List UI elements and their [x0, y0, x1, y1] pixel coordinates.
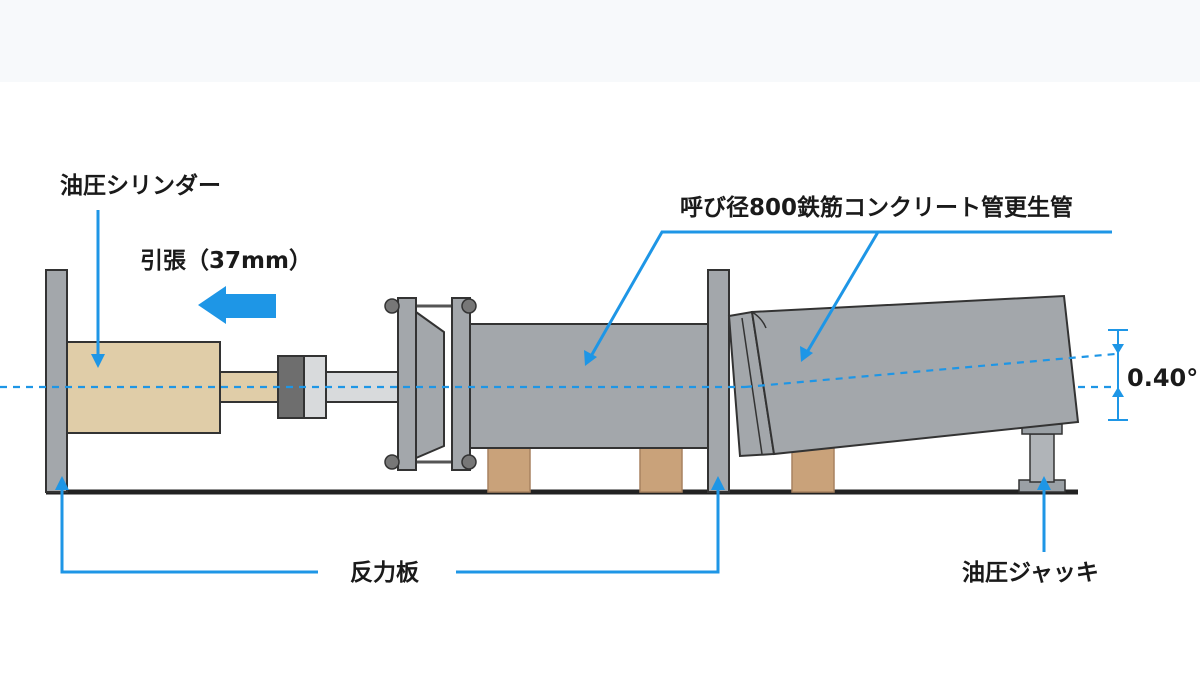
label-hydraulic-cylinder: 油圧シリンダー: [60, 172, 221, 199]
angle-dimension: [1108, 329, 1128, 421]
leader-reaction-center: [456, 484, 720, 574]
reaction-plate-center: [707, 269, 730, 493]
flange-assembly: [384, 297, 477, 471]
top-band: [0, 0, 1200, 82]
joint-curve: [751, 311, 767, 329]
concrete-pipe-tilted: [727, 294, 1080, 458]
pull-rod: [325, 371, 399, 403]
leader-pipe-straight: [588, 230, 1112, 359]
label-tension: 引張（37mm）: [140, 247, 312, 274]
bolt-nut: [461, 298, 477, 314]
bolt-nut: [384, 298, 400, 314]
dim-arrow-down: [1112, 344, 1124, 354]
bolt-nut: [461, 454, 477, 470]
arrow-left-icon: [198, 286, 276, 324]
arrowhead-reaction-center: [711, 476, 725, 490]
leader-lines: [60, 210, 1112, 574]
leader-pipe-tilted: [804, 231, 880, 355]
tilted-axis-line: [744, 352, 1116, 389]
arrowhead-pipe-tilted: [800, 346, 813, 362]
flange-plate-left: [397, 297, 417, 471]
bolt-nut: [384, 454, 400, 470]
label-reaction-plate: 反力板: [350, 560, 420, 586]
flange-bell: [415, 310, 445, 460]
jack-body: [1029, 433, 1055, 483]
reaction-plate-left: [45, 269, 68, 493]
arrowhead-reaction-left: [55, 476, 69, 490]
joint-line: [741, 317, 763, 455]
label-hydraulic-jack: 油圧ジャッキ: [962, 560, 1099, 586]
arrowhead-pipe-straight: [584, 350, 597, 366]
pipe-tilted-body: [750, 294, 1080, 456]
arrowhead-cylinder: [91, 354, 105, 368]
dim-arrow-up: [1112, 387, 1124, 397]
leader-reaction-left: [60, 484, 318, 574]
arrowhead-jack: [1037, 476, 1051, 490]
leader-arrowheads: [55, 346, 1051, 490]
label-concrete-pipe: 呼び径800鉄筋コンクリート管更生管: [680, 194, 1073, 221]
label-angle: 0.40°: [1127, 364, 1198, 392]
flange-plate-right: [451, 297, 471, 471]
